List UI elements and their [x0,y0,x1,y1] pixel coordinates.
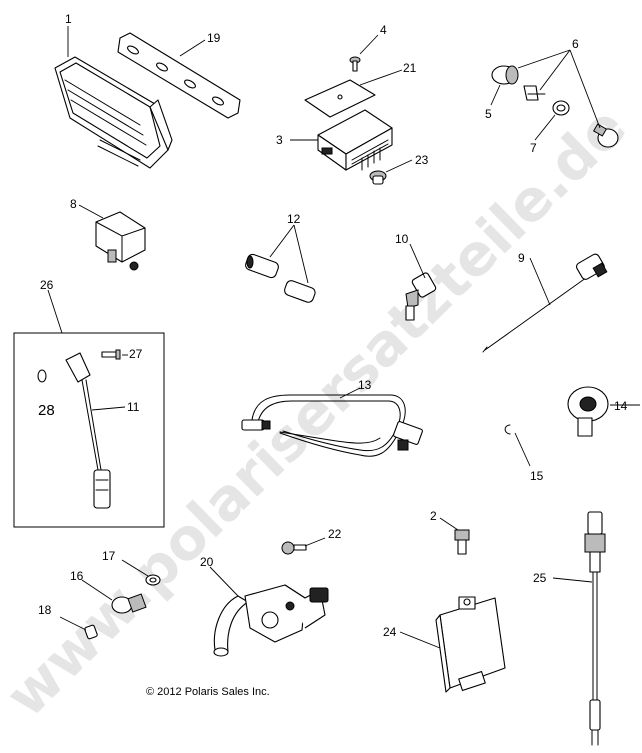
callout-10: 10 [395,232,409,246]
callout-11: 11 [127,400,140,414]
temperature-sensor-part[interactable] [491,65,519,85]
callout-22: 22 [328,527,342,541]
screw-part[interactable] [349,56,361,72]
callout-24: 24 [383,625,397,639]
relay-module-part[interactable] [435,596,506,693]
crank-sensor-part[interactable] [482,253,608,353]
callout-16: 16 [70,569,84,583]
sensor-seal-part[interactable] [552,100,570,116]
callout-7: 7 [530,141,537,155]
o-ring-part[interactable] [37,369,47,383]
callout-17: 17 [102,549,116,563]
cover-plate-part[interactable] [304,79,376,118]
bolt-part[interactable] [454,529,470,555]
callout-3: 3 [276,133,283,147]
oxygen-sensor-part[interactable] [584,511,606,746]
fitting-part[interactable] [84,624,98,640]
speed-sensor-part[interactable] [111,593,147,614]
callout-14: 14 [614,399,628,413]
callout-2: 2 [430,509,437,523]
callout-4: 4 [380,23,387,37]
callout-12: 12 [287,212,301,226]
throttle-body-part[interactable] [213,584,329,657]
fuse-box-part[interactable] [317,109,393,171]
wire-harness-part[interactable] [241,394,423,457]
callout-9: 9 [518,251,525,265]
callout-8: 8 [70,197,77,211]
map-sensor-part[interactable] [95,211,146,271]
clip-part[interactable] [504,424,511,435]
callout-23: 23 [415,153,429,167]
callout-25: 25 [533,571,547,585]
callout-6: 6 [572,37,579,51]
pin-part[interactable] [281,541,307,555]
temp-sender-part[interactable] [405,272,437,321]
fuse-part[interactable] [244,253,316,304]
ecu-module-part[interactable] [54,56,173,169]
group-box-26 [13,332,165,528]
callout-28: 28 [38,402,55,419]
grommet-part[interactable] [369,170,387,185]
callout-26: 26 [40,278,54,292]
washer-part[interactable] [145,574,161,586]
pressure-switch-part[interactable] [592,123,619,148]
sensor-clip-part[interactable] [523,85,546,101]
callout-27: 27 [129,347,143,361]
callout-21: 21 [403,61,417,75]
knock-sensor-part[interactable] [567,386,609,437]
callout-15: 15 [530,469,544,483]
small-screw-part[interactable] [101,349,121,360]
sensor-lead-part[interactable] [65,352,111,509]
callout-20: 20 [200,555,214,569]
copyright-text: © 2012 Polaris Sales Inc. [146,686,270,698]
callout-19: 19 [207,31,221,45]
callout-18: 18 [38,603,52,617]
callout-13: 13 [358,378,372,392]
callout-1: 1 [65,12,72,26]
callout-5: 5 [485,107,492,121]
mounting-bracket-part[interactable] [117,32,241,119]
